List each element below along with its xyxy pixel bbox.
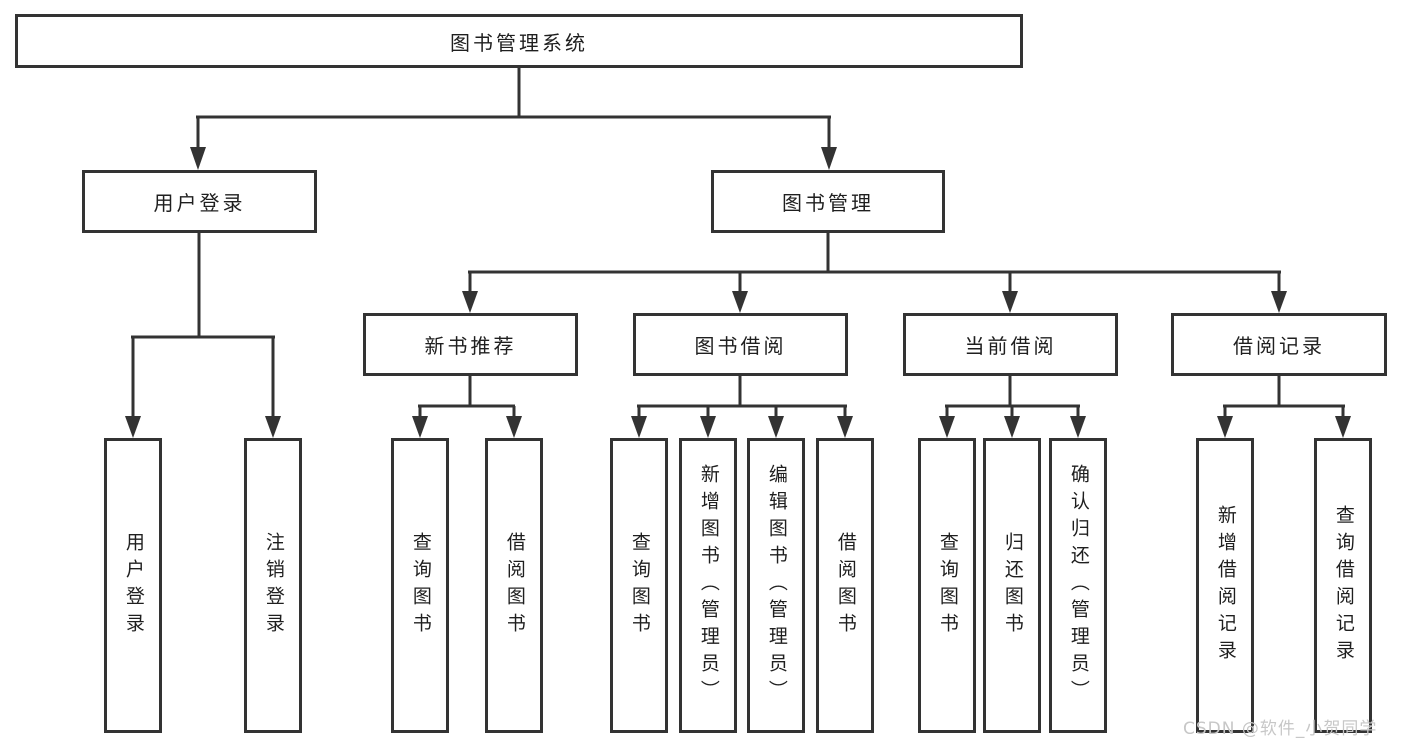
leaf-query-books-borrowing: 查询图书 (610, 438, 668, 733)
node-user-login-label: 用户登录 (153, 191, 246, 215)
leaf-add-borrow-record-label: 新增借阅记录 (1214, 504, 1237, 667)
leaf-edit-books-admin: 编辑图书（管理员） (747, 438, 805, 733)
node-book-borrowing-label: 图书借阅 (694, 334, 787, 358)
leaf-borrow-books-recommend-label: 借阅图书 (503, 531, 526, 640)
node-book-management-label: 图书管理 (782, 191, 874, 215)
leaf-user-login-label: 用户登录 (122, 531, 145, 640)
leaf-add-books-admin-label: 新增图书（管理员） (697, 464, 720, 707)
node-book-borrowing: 图书借阅 (633, 313, 848, 376)
node-new-book-recommend-label: 新书推荐 (424, 334, 517, 358)
node-new-book-recommend: 新书推荐 (363, 313, 578, 376)
leaf-query-books-current: 查询图书 (918, 438, 976, 733)
node-root-label: 图书管理系统 (450, 30, 588, 55)
leaf-logout: 注销登录 (244, 438, 302, 733)
leaf-borrow-books-label: 借阅图书 (834, 531, 857, 640)
leaf-confirm-return-admin: 确认归还（管理员） (1049, 438, 1107, 733)
leaf-query-books-current-label: 查询图书 (936, 531, 959, 640)
leaf-user-login: 用户登录 (104, 438, 162, 733)
leaf-add-books-admin: 新增图书（管理员） (679, 438, 737, 733)
leaf-query-books-recommend: 查询图书 (391, 438, 449, 733)
node-root-system: 图书管理系统 (15, 14, 1023, 68)
leaf-confirm-return-admin-label: 确认归还（管理员） (1067, 464, 1090, 707)
node-book-management: 图书管理 (711, 170, 945, 233)
leaf-add-borrow-record: 新增借阅记录 (1196, 438, 1254, 733)
leaf-query-borrow-record-label: 查询借阅记录 (1332, 504, 1355, 667)
node-current-borrowing: 当前借阅 (903, 313, 1118, 376)
leaf-edit-books-admin-label: 编辑图书（管理员） (765, 464, 788, 707)
leaf-query-books-recommend-label: 查询图书 (409, 531, 432, 640)
leaf-borrow-books: 借阅图书 (816, 438, 874, 733)
node-current-borrowing-label: 当前借阅 (964, 334, 1057, 358)
leaf-return-books-label: 归还图书 (1001, 531, 1024, 640)
csdn-watermark: CSDN @软件_小贺同学 (1183, 719, 1378, 739)
node-borrowing-records-label: 借阅记录 (1233, 334, 1325, 358)
node-borrowing-records: 借阅记录 (1171, 313, 1387, 376)
leaf-borrow-books-recommend: 借阅图书 (485, 438, 543, 733)
leaf-return-books: 归还图书 (983, 438, 1041, 733)
leaf-logout-label: 注销登录 (262, 531, 285, 640)
node-user-login: 用户登录 (82, 170, 317, 233)
leaf-query-books-borrowing-label: 查询图书 (628, 531, 651, 640)
leaf-query-borrow-record: 查询借阅记录 (1314, 438, 1372, 733)
